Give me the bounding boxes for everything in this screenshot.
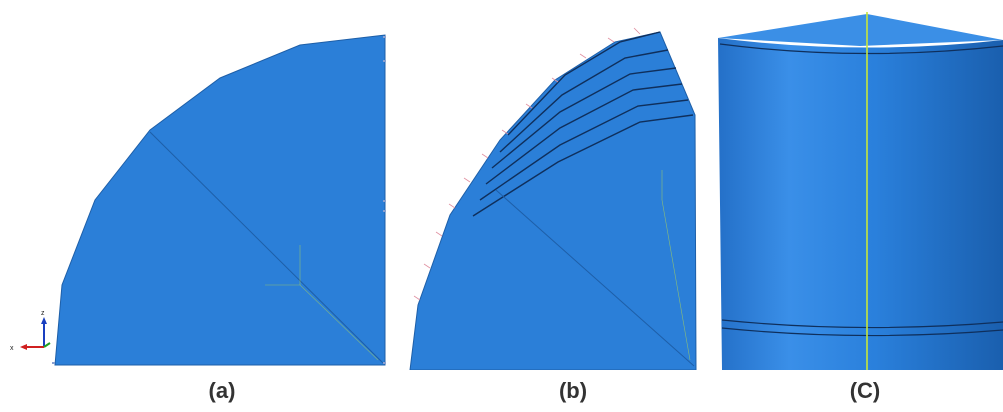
bottom-layer-line-2 [721, 327, 1003, 337]
panel-a: z x (a) [0, 0, 400, 412]
panel-b: (b) [400, 0, 710, 412]
layer-lines [472, 31, 694, 217]
panel-c: (C) [710, 0, 1003, 412]
local-axis-line-3 [299, 284, 379, 361]
cylinder-top-face [718, 14, 1003, 46]
axis-triad: z x [10, 310, 51, 352]
panel-c-canvas [718, 12, 1003, 370]
diagonal-edge [149, 131, 384, 364]
load-markers [413, 27, 641, 301]
caption-c: (C) [849, 378, 881, 403]
caption-b: (b) [558, 378, 588, 403]
z-axis-label: z [41, 310, 45, 317]
layered-section-shape [409, 31, 697, 370]
caption-a: (a) [208, 378, 236, 403]
bottom-layer-line-1 [721, 319, 1003, 329]
diagonal-edge-b [495, 189, 695, 367]
boundary-markers [52, 36, 386, 364]
local-axis-b-2 [661, 199, 691, 361]
x-axis-label: x [10, 345, 14, 352]
panel-b-canvas [409, 27, 697, 370]
cylinder-body [718, 38, 1003, 370]
panel-a-canvas: z x [10, 34, 386, 366]
top-layer-line [719, 43, 1003, 55]
